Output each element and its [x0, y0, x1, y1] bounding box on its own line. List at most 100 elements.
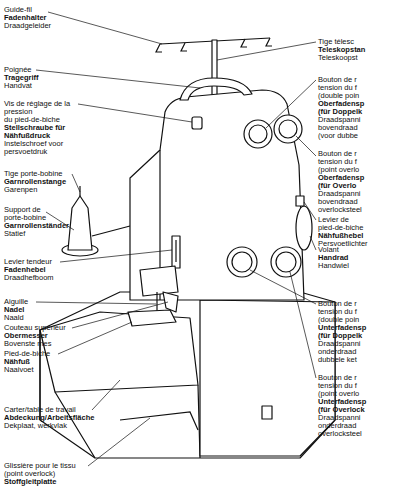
tension-knob-inner	[249, 125, 267, 143]
leader-line	[48, 12, 162, 44]
part-label: bovendraad	[318, 124, 358, 132]
spool-pin	[80, 186, 130, 236]
part-label: Nähfußdruck	[4, 132, 50, 140]
part-label: Instelschroef voor	[4, 140, 63, 148]
leader-line	[72, 302, 168, 328]
presser-foot	[128, 310, 176, 326]
leader-line	[72, 174, 80, 192]
part-label: onderdraad	[318, 422, 356, 430]
part-label: (double poin	[318, 92, 359, 100]
leader-line	[250, 270, 316, 304]
part-label: (für Overlock	[318, 406, 365, 414]
upper-knife	[163, 292, 178, 312]
part-label: Bouton de r	[318, 76, 357, 84]
part-label: Pied-de-biche	[4, 350, 50, 358]
part-label: overlocksteel	[318, 206, 362, 214]
part-label: (double poin	[318, 316, 359, 324]
part-label: Nadel	[4, 306, 24, 314]
part-label: Volant	[318, 246, 339, 254]
machine-base	[40, 292, 335, 458]
pressure-screw	[192, 117, 202, 129]
part-label: Stoffgleitplatte	[4, 478, 57, 486]
part-label: (point overlock)	[4, 470, 55, 478]
tension-knob-inner	[279, 120, 297, 138]
part-label: Unterfadensp	[318, 398, 366, 406]
part-label: Carter/table de travail	[4, 406, 76, 414]
part-label: Vis de réglage de la	[4, 100, 70, 108]
part-label: Poignée	[4, 66, 32, 74]
part-label: tension du f	[318, 308, 357, 316]
leader-line	[92, 380, 120, 410]
upper-housing	[130, 90, 304, 300]
part-label: Support de	[4, 206, 41, 214]
part-label: Abdeckung/Arbeitsfläche	[4, 414, 94, 422]
part-label: Dekplaat, werkvlak	[4, 422, 67, 430]
tension-knob	[244, 120, 272, 148]
leader-line	[266, 80, 316, 128]
part-label: pression	[4, 108, 32, 116]
part-label: onderdraad	[318, 348, 356, 356]
leader-line	[36, 302, 156, 304]
part-label: Obermesser	[4, 332, 48, 340]
part-label: Teleskoopst	[318, 54, 358, 62]
part-label: Tige porte-bobine	[4, 170, 63, 178]
part-label: bovendraad	[318, 198, 358, 206]
tension-knob-inner	[232, 252, 252, 272]
part-label: du pied-de-biche	[4, 116, 60, 124]
part-label: Naald	[4, 314, 24, 322]
part-label: Levier de	[318, 216, 349, 224]
leader-line	[296, 136, 316, 156]
part-label: porte-bobine	[4, 214, 46, 222]
part-label: persvoetdruk	[4, 148, 47, 156]
part-label: Couteau supérieur	[4, 324, 66, 332]
part-label: Guide-fil	[4, 6, 32, 14]
part-label: Nähfuß	[4, 358, 30, 366]
part-label: Garenpen	[4, 186, 37, 194]
part-label: (für Doppelk	[318, 108, 362, 116]
leader-line	[78, 104, 192, 122]
fabric-guide	[120, 412, 198, 430]
part-label: Draadhefboom	[4, 274, 54, 282]
part-label: Handvat	[4, 82, 32, 90]
part-label: Draadgeleider	[4, 22, 51, 30]
part-label: Bouton de r	[318, 150, 357, 158]
power-switch	[262, 406, 272, 419]
part-label: tension du f	[318, 158, 357, 166]
part-label: Draadspanni	[318, 414, 361, 422]
part-label: (für Doppelk	[318, 332, 362, 340]
part-label: Bouton de r	[318, 374, 357, 382]
part-label: Teleskopstan	[318, 46, 365, 54]
part-label: Fadenhebel	[4, 266, 46, 274]
part-label: Draadspanni	[318, 340, 361, 348]
tension-knob	[227, 247, 257, 277]
leader-line	[304, 202, 316, 220]
part-label: Oberfadensp	[318, 174, 364, 182]
leader-line	[88, 418, 150, 466]
part-label: Fadenhalter	[4, 14, 47, 22]
part-label: (für Overlo	[318, 182, 356, 190]
handwheel	[296, 206, 312, 250]
part-label: Aiguille	[4, 298, 28, 306]
telescopic-rod	[212, 40, 217, 102]
spool-cone	[68, 196, 92, 250]
part-label: Oberfadensp	[318, 100, 364, 108]
part-label: overlocksteel	[318, 430, 362, 438]
take-up-lever	[175, 240, 176, 262]
part-label: Naaivoet	[4, 366, 34, 374]
part-label: Levier tendeur	[4, 258, 52, 266]
tension-knob-inner	[276, 252, 296, 272]
part-label: Draadspanni	[318, 190, 361, 198]
part-label: Tige télesc	[318, 38, 354, 46]
needle	[156, 292, 157, 312]
part-label: (point overlo	[318, 390, 359, 398]
carrying-handle	[180, 78, 252, 100]
leader-line	[58, 322, 132, 354]
part-label: pied-de-biche	[318, 224, 363, 232]
base-edges	[40, 330, 200, 458]
part-label: tension du f	[318, 84, 357, 92]
part-label: Garnrollenstange	[4, 178, 66, 186]
tension-knob	[271, 247, 301, 277]
part-label: Glissière pour le tissu	[4, 462, 76, 470]
